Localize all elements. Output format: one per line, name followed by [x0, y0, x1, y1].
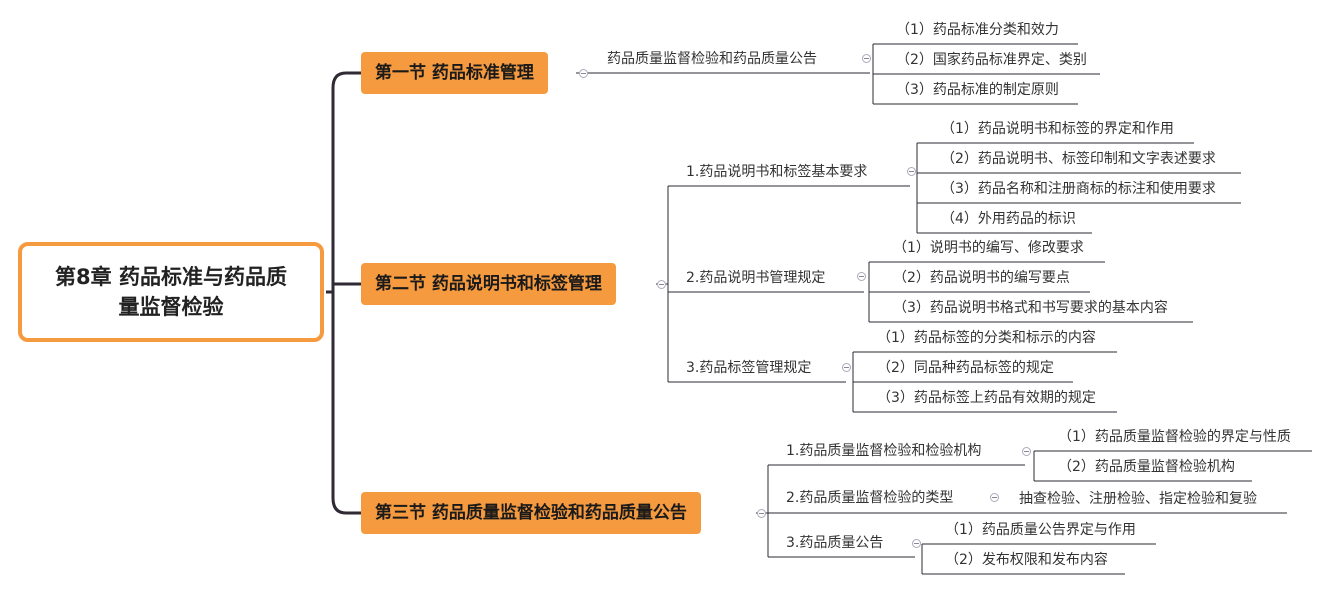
item-3-3-1[interactable]: （1）药品质量公告界定与作用: [945, 522, 1136, 538]
item-2-1-1[interactable]: （1）药品说明书和标签的界定和作用: [941, 121, 1174, 137]
collapse-toggle-icon[interactable]: [907, 167, 916, 176]
item-2-1-2[interactable]: （2）药品说明书、标签印制和文字表述要求: [941, 151, 1216, 167]
topic-1-1[interactable]: 药品质量监督检验和药品质量公告: [607, 51, 817, 67]
section-2-node[interactable]: 第二节 药品说明书和标签管理: [361, 263, 616, 305]
item-3-1-2[interactable]: （2）药品质量监督检验机构: [1058, 459, 1235, 475]
collapse-toggle-icon[interactable]: [757, 509, 766, 518]
topic-3-2[interactable]: 2.药品质量监督检验的类型: [786, 490, 954, 506]
item-2-1-4[interactable]: （4）外用药品的标识: [941, 211, 1076, 227]
item-1-1-2[interactable]: （2）国家药品标准界定、类别: [896, 52, 1087, 68]
collapse-toggle-icon[interactable]: [990, 493, 999, 502]
trunk-line: [331, 71, 347, 515]
item-2-1-3[interactable]: （3）药品名称和注册商标的标注和使用要求: [941, 181, 1216, 197]
item-3-1-1[interactable]: （1）药品质量监督检验的界定与性质: [1058, 429, 1291, 445]
item-2-2-2[interactable]: （2）药品说明书的编写要点: [893, 270, 1070, 286]
section-3-node[interactable]: 第三节 药品质量监督检验和药品质量公告: [361, 492, 701, 534]
item-2-3-2[interactable]: （2）同品种药品标签的规定: [877, 360, 1054, 376]
topic-3-1[interactable]: 1.药品质量监督检验和检验机构: [786, 443, 982, 459]
topic-3-3[interactable]: 3.药品质量公告: [786, 535, 884, 551]
collapse-toggle-icon[interactable]: [862, 54, 871, 63]
collapse-toggle-icon[interactable]: [579, 69, 588, 78]
collapse-toggle-icon[interactable]: [1022, 447, 1031, 456]
item-3-3-2[interactable]: （2）发布权限和发布内容: [945, 552, 1108, 568]
item-3-2-1[interactable]: 抽查检验、注册检验、指定检验和复验: [1019, 491, 1257, 507]
root-topic[interactable]: 第8章 药品标准与药品质量监督检验: [18, 242, 324, 342]
item-2-2-3[interactable]: （3）药品说明书格式和书写要求的基本内容: [893, 300, 1168, 316]
section-1-node[interactable]: 第一节 药品标准管理: [361, 52, 548, 94]
item-2-2-1[interactable]: （1）说明书的编写、修改要求: [893, 240, 1084, 256]
item-1-1-3[interactable]: （3）药品标准的制定原则: [896, 82, 1059, 98]
collapse-toggle-icon[interactable]: [842, 363, 851, 372]
item-1-1-1[interactable]: （1）药品标准分类和效力: [896, 22, 1059, 38]
topic-2-2[interactable]: 2.药品说明书管理规定: [686, 270, 826, 286]
item-2-3-1[interactable]: （1）药品标签的分类和标示的内容: [877, 330, 1096, 346]
topic-2-3[interactable]: 3.药品标签管理规定: [686, 360, 812, 376]
item-2-3-3[interactable]: （3）药品标签上药品有效期的规定: [877, 390, 1096, 406]
topic-2-1[interactable]: 1.药品说明书和标签基本要求: [686, 164, 868, 180]
root-title: 第8章 药品标准与药品质量监督检验: [55, 265, 287, 319]
collapse-toggle-icon[interactable]: [912, 539, 921, 548]
collapse-toggle-icon[interactable]: [657, 280, 666, 289]
collapse-toggle-icon[interactable]: [857, 272, 866, 281]
